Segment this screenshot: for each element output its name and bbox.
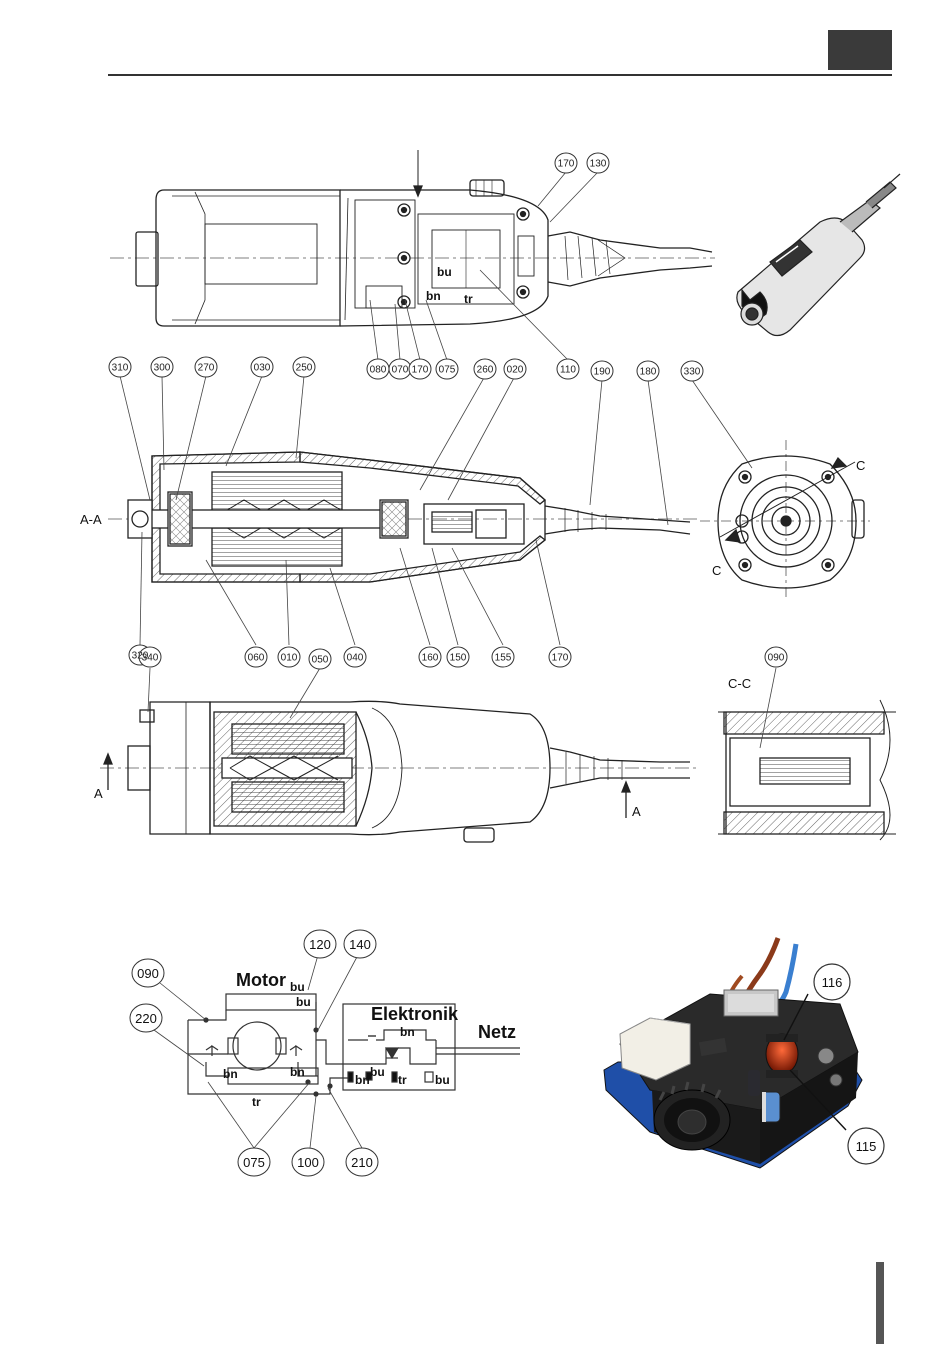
svg-text:C: C (712, 563, 721, 578)
svg-text:tr: tr (252, 1095, 261, 1109)
svg-text:bn: bn (426, 289, 441, 303)
svg-text:bn: bn (223, 1067, 238, 1081)
svg-text:300: 300 (154, 363, 171, 374)
svg-text:220: 220 (135, 1011, 157, 1026)
svg-text:Motor: Motor (236, 970, 286, 990)
svg-text:170: 170 (558, 159, 575, 170)
wiring-labels: Motor bu bu bn bn tr Elektronik Netz bn … (223, 970, 516, 1109)
perspective-view (737, 174, 900, 336)
svg-text:bn: bn (400, 1025, 415, 1039)
svg-text:340: 340 (142, 653, 159, 664)
detail-view (718, 700, 896, 840)
svg-text:075: 075 (243, 1155, 265, 1170)
bottom-view-labels: A A (94, 786, 641, 819)
wiring-callout-circles (130, 930, 378, 1176)
svg-text:060: 060 (248, 653, 265, 664)
svg-text:080: 080 (370, 365, 387, 376)
svg-text:130: 130 (590, 159, 607, 170)
svg-text:210: 210 (351, 1155, 373, 1170)
section-view (108, 452, 700, 582)
section-label: A-A (80, 512, 102, 527)
svg-text:bu: bu (437, 265, 452, 279)
svg-text:bu: bu (435, 1073, 450, 1087)
svg-text:160: 160 (422, 653, 439, 664)
svg-text:090: 090 (768, 653, 785, 664)
svg-text:010: 010 (281, 653, 298, 664)
svg-text:090: 090 (137, 966, 159, 981)
bottom-view (100, 701, 700, 842)
svg-text:C-C: C-C (728, 676, 751, 691)
svg-text:155: 155 (495, 653, 512, 664)
svg-text:120: 120 (309, 937, 331, 952)
svg-text:Netz: Netz (478, 1022, 516, 1042)
svg-text:tr: tr (464, 292, 473, 306)
svg-text:050: 050 (312, 655, 329, 666)
svg-text:150: 150 (450, 653, 467, 664)
svg-text:100: 100 (297, 1155, 319, 1170)
svg-text:070: 070 (392, 365, 409, 376)
svg-text:116: 116 (822, 975, 843, 990)
svg-text:110: 110 (560, 365, 576, 376)
svg-text:bu: bu (296, 995, 311, 1009)
svg-text:250: 250 (296, 363, 313, 374)
svg-text:A-A: A-A (80, 512, 102, 527)
svg-text:270: 270 (198, 363, 215, 374)
svg-text:140: 140 (349, 937, 371, 952)
svg-text:020: 020 (507, 365, 524, 376)
svg-text:bn: bn (355, 1073, 370, 1087)
svg-text:170: 170 (412, 365, 429, 376)
top-view (110, 150, 715, 326)
svg-text:bn: bn (290, 1065, 305, 1079)
svg-text:115: 115 (856, 1139, 877, 1154)
svg-text:330: 330 (684, 367, 701, 378)
svg-text:180: 180 (640, 367, 657, 378)
svg-text:030: 030 (254, 363, 271, 374)
svg-text:170: 170 (552, 653, 569, 664)
svg-text:075: 075 (439, 365, 456, 376)
svg-text:C: C (856, 458, 865, 473)
svg-text:310: 310 (112, 363, 129, 374)
detail-label: C-C (728, 676, 751, 691)
svg-text:A: A (94, 786, 103, 801)
svg-text:bu: bu (370, 1065, 385, 1079)
electronics-photo: 116 115 (604, 938, 884, 1168)
callout-labels: 170 130 080 070 170 075 110 310 300 270 … (112, 159, 785, 666)
svg-text:Elektronik: Elektronik (371, 1004, 459, 1024)
svg-text:190: 190 (594, 367, 611, 378)
svg-text:040: 040 (347, 653, 364, 664)
svg-text:A: A (632, 804, 641, 819)
svg-text:bu: bu (290, 980, 305, 994)
svg-text:260: 260 (477, 365, 494, 376)
end-view (700, 440, 870, 600)
svg-text:tr: tr (398, 1073, 407, 1087)
wiring-diagram (188, 994, 520, 1096)
